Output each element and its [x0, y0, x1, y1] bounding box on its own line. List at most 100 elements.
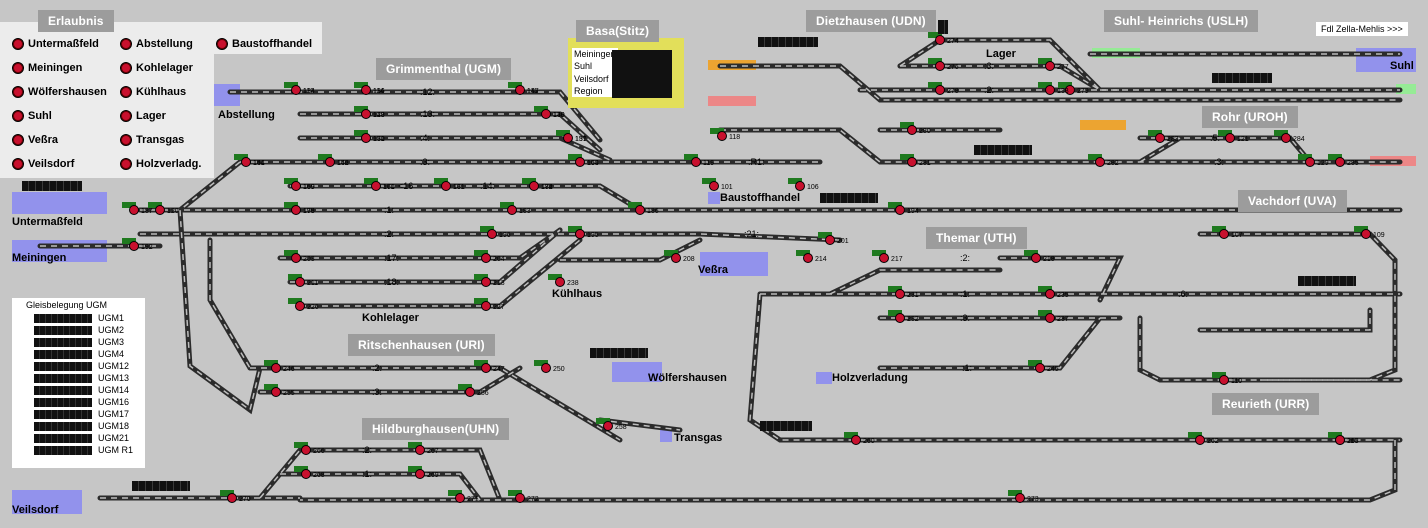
loc-woelfershausen[interactable]: Wölfershausen — [648, 372, 727, 384]
gleis-row[interactable]: UGM14 — [34, 385, 129, 395]
signal[interactable] — [534, 360, 551, 373]
signal[interactable] — [664, 250, 681, 263]
signal[interactable] — [474, 360, 491, 373]
signal[interactable] — [122, 202, 139, 215]
signal[interactable] — [1038, 58, 1055, 71]
permission-item-12[interactable]: Holzverladg. — [120, 158, 201, 170]
signal[interactable] — [1212, 372, 1229, 385]
signal[interactable] — [434, 178, 451, 191]
signal[interactable] — [702, 178, 719, 191]
signal[interactable] — [1024, 250, 1041, 263]
station-rohr[interactable]: Rohr (UROH) — [1202, 106, 1298, 128]
signal[interactable] — [264, 360, 281, 373]
signal[interactable] — [556, 130, 573, 143]
gleis-row[interactable]: UGM R1 — [34, 445, 133, 455]
gleis-row[interactable]: UGM21 — [34, 433, 129, 443]
signal[interactable] — [408, 466, 425, 479]
signal[interactable] — [474, 298, 491, 311]
signal[interactable] — [1218, 130, 1235, 143]
loc-kohlelager[interactable]: Kohlelager — [362, 312, 419, 324]
station-themar[interactable]: Themar (UTH) — [926, 227, 1027, 249]
signal[interactable] — [284, 178, 301, 191]
signal[interactable] — [1328, 432, 1345, 445]
signal[interactable] — [318, 154, 335, 167]
loc-untermassfeld[interactable]: Untermaßfeld — [12, 216, 83, 228]
signal[interactable] — [500, 202, 517, 215]
signal[interactable] — [1274, 130, 1291, 143]
signal[interactable] — [928, 58, 945, 71]
permission-item-5[interactable]: Wölfershausen — [12, 86, 107, 98]
permission-item-2[interactable]: Baustoffhandel — [216, 38, 312, 50]
signal[interactable] — [888, 310, 905, 323]
signal[interactable] — [284, 250, 301, 263]
gleis-row[interactable]: UGM16 — [34, 397, 129, 407]
signal[interactable] — [628, 202, 645, 215]
permission-item-0[interactable]: Untermaßfeld — [12, 38, 99, 50]
gleis-row[interactable]: UGM12 — [34, 361, 129, 371]
signal[interactable] — [1354, 226, 1371, 239]
signal[interactable] — [872, 250, 889, 263]
permission-item-3[interactable]: Meiningen — [12, 62, 82, 74]
station-hildburghausen[interactable]: Hildburghausen(UHN) — [362, 418, 510, 440]
signal[interactable] — [522, 178, 539, 191]
signal[interactable] — [234, 154, 251, 167]
signal[interactable] — [788, 178, 805, 191]
signal[interactable] — [220, 490, 237, 503]
station-grimmenthal[interactable]: Grimmenthal (UGM) — [376, 58, 512, 80]
signal[interactable] — [474, 274, 491, 287]
signal[interactable] — [928, 82, 945, 95]
signal[interactable] — [534, 106, 551, 119]
signal[interactable] — [122, 238, 139, 251]
signal[interactable] — [1008, 490, 1025, 503]
gleis-row[interactable]: UGM3 — [34, 337, 124, 347]
permission-item-4[interactable]: Kohlelager — [120, 62, 193, 74]
basa-item-meiningen[interactable]: Meiningen — [572, 48, 618, 61]
signal[interactable] — [548, 274, 565, 287]
loc-meiningen[interactable]: Meiningen — [12, 252, 67, 264]
permission-item-6[interactable]: Kühlhaus — [120, 86, 186, 98]
signal[interactable] — [1028, 360, 1045, 373]
signal[interactable] — [888, 286, 905, 299]
loc-abstellung[interactable]: Abstellung — [218, 109, 275, 121]
gleis-row[interactable]: UGM17 — [34, 409, 129, 419]
gleis-row[interactable]: UGM18 — [34, 421, 129, 431]
signal[interactable] — [1148, 130, 1165, 143]
gleis-row[interactable]: UGM13 — [34, 373, 129, 383]
loc-suhl[interactable]: Suhl — [1390, 60, 1414, 72]
signal[interactable] — [596, 418, 613, 431]
signal[interactable] — [458, 384, 475, 397]
signal[interactable] — [354, 82, 371, 95]
signal[interactable] — [288, 298, 305, 311]
permission-item-10[interactable]: Transgas — [120, 134, 184, 146]
signal[interactable] — [480, 226, 497, 239]
signal[interactable] — [684, 154, 701, 167]
signal[interactable] — [1038, 286, 1055, 299]
signal[interactable] — [284, 202, 301, 215]
signal[interactable] — [900, 154, 917, 167]
signal[interactable] — [568, 226, 585, 239]
signal[interactable] — [474, 250, 491, 263]
signal[interactable] — [408, 442, 425, 455]
signal[interactable] — [900, 122, 917, 135]
signal[interactable] — [264, 384, 281, 397]
signal[interactable] — [796, 250, 813, 263]
signal[interactable] — [284, 82, 301, 95]
signal[interactable] — [364, 178, 381, 191]
loc-veilsdorf[interactable]: Veilsdorf — [12, 504, 59, 516]
basa-item-region[interactable]: Region — [572, 84, 618, 98]
signal[interactable] — [1088, 154, 1105, 167]
signal[interactable] — [928, 32, 945, 45]
signal[interactable] — [508, 490, 525, 503]
gleis-row[interactable]: UGM2 — [34, 325, 124, 335]
loc-vessra[interactable]: Veßra — [698, 264, 728, 276]
signal[interactable] — [294, 442, 311, 455]
signal[interactable] — [448, 490, 465, 503]
loc-baustoffhandel[interactable]: Baustoffhandel — [720, 192, 801, 204]
loc-kuehlhaus[interactable]: Kühlhaus — [552, 288, 603, 300]
signal[interactable] — [888, 202, 905, 215]
signal[interactable] — [508, 82, 525, 95]
station-dietzhausen[interactable]: Dietzhausen (UDN) — [806, 10, 936, 32]
signal[interactable] — [1038, 82, 1055, 95]
signal[interactable] — [354, 130, 371, 143]
signal[interactable] — [1328, 154, 1345, 167]
